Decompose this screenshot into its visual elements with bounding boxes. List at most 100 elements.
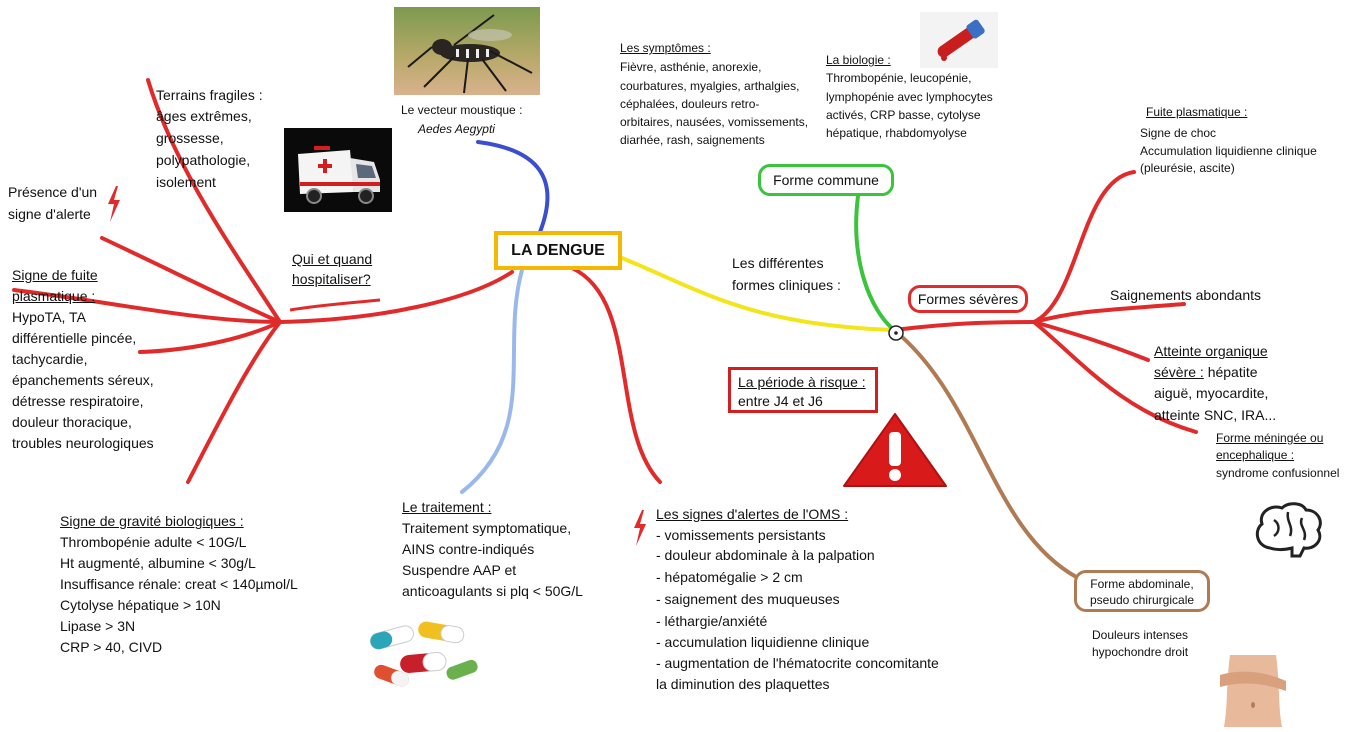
formes-severes-node: Formes sévères: [908, 285, 1028, 313]
central-topic: LA DENGUE: [494, 231, 622, 270]
organ-text: hépatite: [1203, 364, 1258, 380]
plasma-sign-title: plasmatique :: [12, 288, 96, 304]
branch-fragile: [146, 78, 282, 324]
risk-period-text: entre J4 et J6: [738, 393, 823, 409]
fragile-line: isolement: [156, 174, 216, 190]
organ-title: Atteinte organique: [1154, 343, 1268, 359]
symptoms-line: courbatures, myalgies, arthalgies,: [620, 79, 800, 93]
branch-forms: [620, 256, 896, 332]
plasma-leak-title: Fuite plasmatique :: [1146, 105, 1248, 119]
biology-line: activés, CRP basse, cytolyse: [826, 108, 981, 122]
abdominal-desc: hypochondre droit: [1092, 645, 1189, 659]
hospital-question: hospitaliser?: [292, 271, 371, 287]
biology-title: La biologie :: [826, 53, 891, 67]
branch-bio-gravity: [186, 320, 282, 484]
bio-gravity-line: Ht augmenté, albumine < 30g/L: [60, 555, 256, 571]
bleeding-label: Saignements abondants: [1110, 287, 1261, 303]
oms-line: la diminution des plaquettes: [656, 676, 830, 692]
plasma-leak-line: (pleurésie, ascite): [1140, 161, 1235, 175]
plasma-sign-line: détresse respiratoire,: [12, 393, 144, 409]
symptoms-title: Les symptômes :: [620, 41, 711, 55]
branch-neuro: [138, 320, 282, 354]
bio-gravity-title: Signe de gravité biologiques :: [60, 513, 244, 529]
treatment-line: anticoagulants si plq < 50G/L: [402, 583, 583, 599]
pills-image: [360, 608, 484, 692]
forme-commune-node: Forme commune: [758, 164, 894, 196]
plasma-sign-title: Signe de fuite: [12, 267, 98, 283]
branch-hospital-question: [289, 298, 381, 312]
warning-icon: [842, 412, 948, 488]
bio-gravity-line: Cytolyse hépatique > 10N: [60, 597, 221, 613]
symptoms-line: orbitaires, nausées, vomissements,: [620, 115, 809, 129]
oms-title: Les signes d'alertes de l'OMS :: [656, 506, 849, 522]
symptoms-line: diarhée, rash, saignements: [620, 133, 765, 147]
forme-commune-label: Forme commune: [773, 172, 879, 188]
meningeal-text: syndrome confusionnel: [1216, 466, 1340, 480]
branch-oms: [570, 266, 662, 484]
oms-line: - léthargie/anxiété: [656, 613, 768, 629]
risk-period-box: La période à risque : entre J4 et J6: [728, 367, 878, 413]
branch-organ: [1032, 320, 1150, 362]
treatment-line: Suspendre AAP et: [402, 562, 517, 578]
oms-line: - saignement des muqueuses: [656, 591, 840, 607]
bio-gravity-line: CRP > 40, CIVD: [60, 639, 163, 655]
branch-alert-sign: [100, 236, 282, 324]
branch-hospital: [278, 270, 514, 324]
organ-line: sévère : hépatite: [1154, 363, 1258, 382]
vector-label: Le vecteur moustique :: [401, 103, 523, 117]
plasma-sign-line: épanchements séreux,: [12, 372, 154, 388]
mosquito-image: [394, 7, 540, 95]
plasma-sign-line: troubles neurologiques: [12, 435, 154, 451]
plasma-leak-line: Accumulation liquidienne clinique: [1140, 144, 1317, 158]
branch-meningeal: [1032, 320, 1198, 434]
oms-line: - accumulation liquidienne clinique: [656, 634, 870, 650]
organ-line: atteinte SNC, IRA...: [1154, 407, 1277, 423]
fragile-line: grossesse,: [156, 130, 224, 146]
treatment-line: Traitement symptomatique,: [402, 520, 572, 536]
branch-severe: [892, 320, 1036, 332]
plasma-sign-line: HypoTA, TA: [12, 309, 86, 325]
branch-plasma-sign: [12, 288, 282, 324]
branch-abdominal: [892, 328, 1080, 580]
biology-line: hépatique, rhabdomyolyse: [826, 126, 967, 140]
abdominal-node: Forme abdominale, pseudo chirurgicale: [1074, 570, 1210, 612]
bio-gravity-line: Lipase > 3N: [60, 618, 136, 634]
hospital-question: Qui et quand: [292, 251, 373, 267]
abdominal-box-line: pseudo chirurgicale: [1089, 593, 1195, 607]
ambulance-image: [284, 128, 392, 212]
risk-period-title: La période à risque :: [738, 374, 866, 390]
oms-line: - douleur abdominale à la palpation: [656, 547, 875, 563]
bio-gravity-line: Thrombopénie adulte < 10G/L: [60, 534, 247, 550]
biology-line: Thrombopénie, leucopénie,: [826, 71, 972, 85]
blood-tube-image: [920, 12, 998, 68]
treatment-line: AINS contre-indiqués: [402, 541, 535, 557]
plasma-sign-line: douleur thoracique,: [12, 414, 132, 430]
branch-bleeding: [1032, 302, 1186, 324]
abdomen-image: [1220, 655, 1286, 727]
fragile-line: âges extrêmes,: [156, 108, 252, 124]
alert-sign-line: signe d'alerte: [8, 206, 91, 222]
fragile-title: Terrains fragiles :: [156, 87, 263, 103]
organ-title: sévère :: [1154, 364, 1204, 380]
branch-treatment: [460, 268, 524, 494]
plasma-sign-line: différentielle pincée,: [12, 330, 137, 346]
meningeal-title: Forme méningée ou: [1216, 431, 1324, 445]
organ-line: aiguë, myocardite,: [1154, 385, 1269, 401]
forms-label-line: Les différentes: [732, 255, 824, 271]
treatment-title: Le traitement :: [402, 499, 492, 515]
branch-common: [854, 194, 896, 332]
symptoms-line: céphalées, douleurs retro-: [620, 97, 760, 111]
oms-line: - augmentation de l'hématocrite concomit…: [656, 655, 939, 671]
lightning-icon: [106, 186, 122, 222]
oms-line: - hépatomégalie > 2 cm: [656, 569, 803, 585]
biology-line: lymphopénie avec lymphocytes: [826, 90, 993, 104]
symptoms-line: Fièvre, asthénie, anorexie,: [620, 60, 762, 74]
plasma-leak-line: Signe de choc: [1140, 126, 1217, 140]
oms-line: - vomissements persistants: [656, 527, 826, 543]
forms-label-line: formes cliniques :: [732, 277, 841, 293]
meningeal-title: encephalique :: [1216, 448, 1295, 462]
plasma-sign-line: tachycardie,: [12, 351, 88, 367]
abdominal-desc: Douleurs intenses: [1092, 628, 1189, 642]
abdominal-box-line: Forme abdominale,: [1090, 577, 1194, 591]
